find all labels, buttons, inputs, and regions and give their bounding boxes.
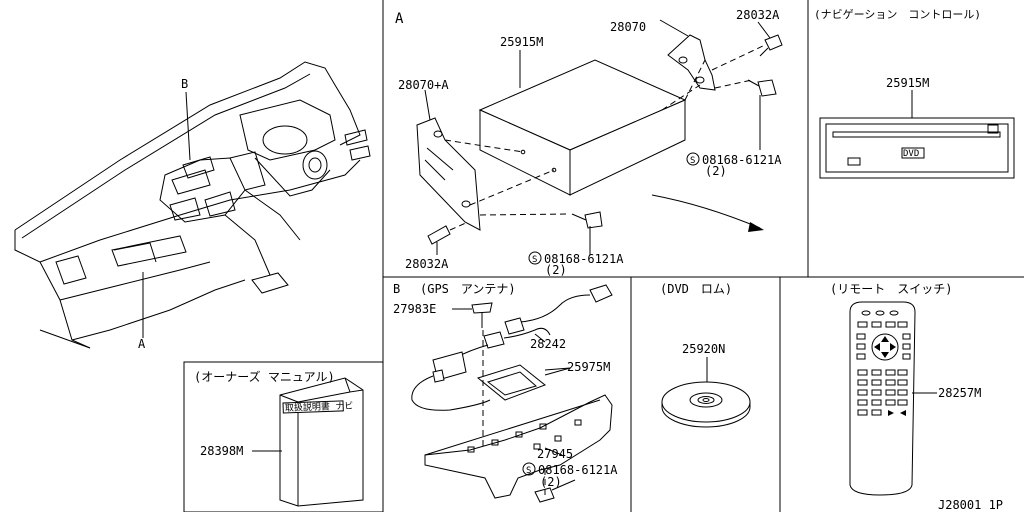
part-08168-a2-qty: (2): [545, 263, 567, 277]
drawing-code: J28001 1P: [938, 498, 1003, 512]
gps-section-title: (GPS アンテナ): [420, 282, 516, 296]
gps-antenna-illustration: [411, 284, 613, 503]
screw-symbol-a1: S: [690, 156, 695, 166]
part-28257M: 28257M: [938, 386, 981, 400]
part-08168-a2: 08168-6121A: [544, 252, 624, 266]
dvd-section-title: (DVD ロム): [660, 282, 732, 296]
manual-cover-text: 取扱説明書 ナビ: [285, 400, 354, 414]
part-28070A: 28070+A: [398, 78, 449, 92]
part-28398M: 28398M: [200, 444, 243, 458]
part-25975M: 25975M: [567, 360, 610, 374]
panel-frames: [183, 0, 1024, 512]
part-25915M-nav: 25915M: [886, 76, 929, 90]
screw-symbol-b: S: [526, 466, 531, 476]
screw-symbol-a2: S: [532, 255, 537, 265]
owners-manual-illustration: [279, 377, 364, 507]
remote-section-title: (リモート スイッチ): [830, 282, 952, 296]
dvd-disc-illustration: [661, 381, 751, 428]
nav-unit-illustration: [416, 19, 783, 255]
part-08168-b-qty: (2): [540, 475, 562, 489]
part-08168-a1: 08168-6121A: [702, 153, 782, 167]
part-27945: 27945: [537, 447, 573, 461]
callout-b-label: B: [181, 77, 188, 91]
part-28032A-top: 28032A: [736, 8, 780, 22]
section-a-letter: A: [395, 11, 404, 27]
remote-control-illustration: [849, 301, 937, 496]
part-08168-a1-qty: (2): [705, 164, 727, 178]
callout-a-label: A: [138, 337, 146, 351]
dashboard-illustration: [14, 61, 371, 349]
part-28070: 28070: [610, 20, 646, 34]
part-27983E: 27983E: [393, 302, 436, 316]
dvd-logo: DVD: [903, 149, 919, 159]
part-25920N: 25920N: [682, 342, 725, 356]
part-28032A-bottom: 28032A: [405, 257, 449, 271]
part-25915M-a: 25915M: [500, 35, 543, 49]
part-08168-b: 08168-6121A: [538, 463, 618, 477]
manual-section-title: (オーナーズ マニュアル): [194, 369, 335, 384]
section-b-letter: B: [393, 282, 400, 296]
part-28242: 28242: [530, 337, 566, 351]
nav-section-title: (ナビゲーション コントロール): [814, 8, 981, 21]
nav-unit-front-panel: [819, 117, 1015, 179]
